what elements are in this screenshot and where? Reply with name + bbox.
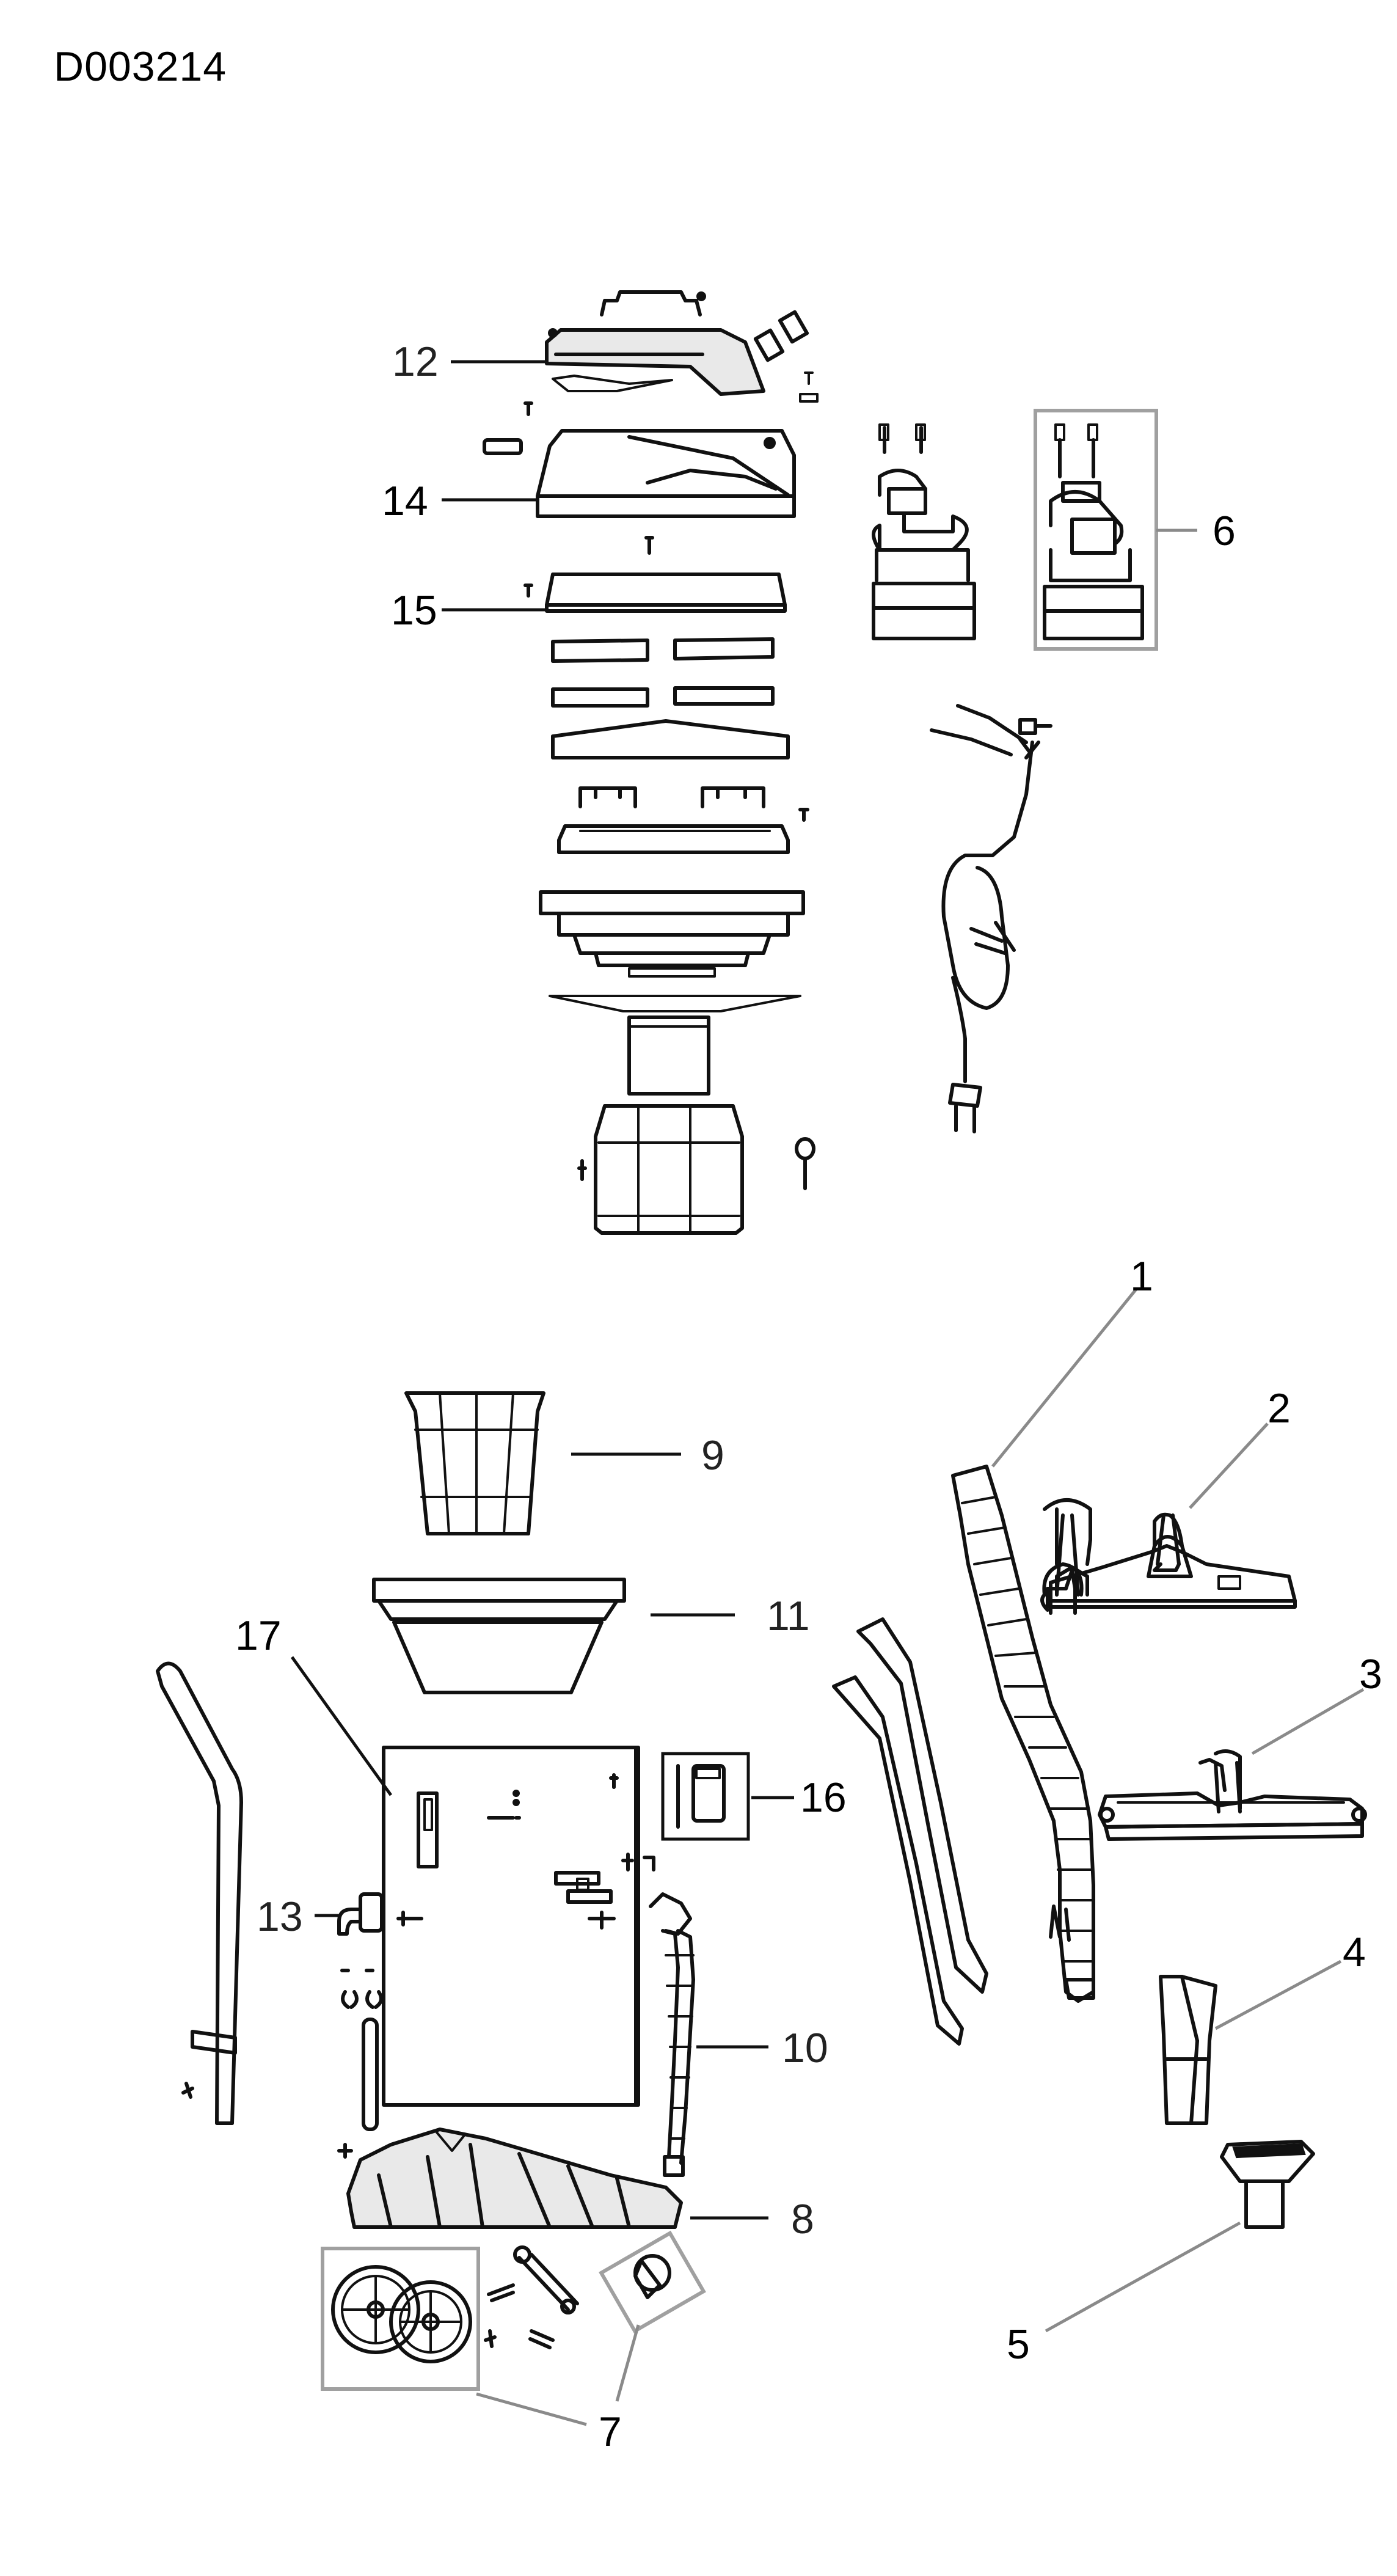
caster-base xyxy=(337,2128,683,2229)
drain-hose xyxy=(649,1892,695,2177)
label-17: 17 xyxy=(235,1612,282,1659)
label-8: 8 xyxy=(791,2196,814,2242)
floor-brush xyxy=(1040,1498,1092,1942)
extension-tubes xyxy=(832,1617,988,2046)
floor-nozzle-3 xyxy=(1098,1749,1367,1841)
label-14: 14 xyxy=(382,478,428,524)
leader-lines xyxy=(290,360,1365,2426)
motor-cover-ring xyxy=(523,536,787,613)
filter-foam-set xyxy=(551,637,790,759)
label-12: 12 xyxy=(392,338,439,385)
motor-unit-a xyxy=(872,423,976,640)
label-7: 7 xyxy=(599,2409,622,2455)
label-15: 15 xyxy=(391,587,437,634)
handle-top-cover xyxy=(545,290,765,396)
latch-clips xyxy=(340,1969,383,2131)
label-5: 5 xyxy=(1007,2321,1030,2368)
label-3: 3 xyxy=(1359,1651,1382,1697)
flexible-hose xyxy=(951,1465,1095,2003)
filter-basket xyxy=(577,1104,744,1235)
label-11: 11 xyxy=(767,1593,810,1639)
label-6: 6 xyxy=(1213,508,1236,554)
label-9: 9 xyxy=(701,1432,724,1479)
power-cord xyxy=(930,704,1052,1133)
label-4: 4 xyxy=(1343,1929,1366,1975)
floor-nozzle-2 xyxy=(1049,1512,1297,1609)
motor-unit-b xyxy=(1034,409,1158,651)
cartridge-filter xyxy=(627,1015,710,1096)
accessory-box xyxy=(661,1752,750,1841)
motor-mount-plate xyxy=(557,786,809,854)
dust-bag-cage xyxy=(404,1391,545,1535)
label-10: 10 xyxy=(782,2025,828,2071)
label-1: 1 xyxy=(1130,1253,1153,1300)
label-2: 2 xyxy=(1268,1385,1291,1432)
switch-parts xyxy=(753,310,819,403)
label-16: 16 xyxy=(800,1774,847,1821)
diaphragm-sheet xyxy=(549,995,801,1012)
hose-connector xyxy=(337,1892,423,1936)
impeller-base xyxy=(539,890,805,978)
document-id: D003214 xyxy=(54,43,227,90)
crevice-tool xyxy=(1159,1975,1217,2125)
label-13: 13 xyxy=(257,1894,303,1940)
tank-body xyxy=(382,1746,655,2107)
part-labels: 12 14 15 6 1 2 3 4 5 9 11 17 16 13 10 8 … xyxy=(235,338,1382,2455)
upholstery-nozzle xyxy=(1220,2140,1315,2229)
wheel-kit xyxy=(321,2230,706,2391)
handle-bar xyxy=(156,1661,243,2125)
motor-housing xyxy=(483,401,796,518)
cord-clamp-screw xyxy=(795,1137,815,1190)
float-cage-ring xyxy=(372,1578,626,1694)
